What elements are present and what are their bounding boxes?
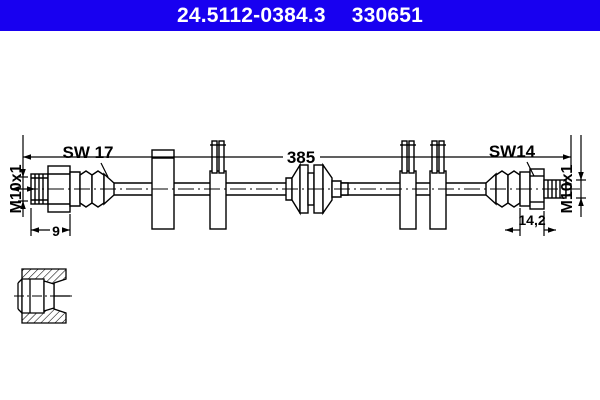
brake-hose-diagram: 385 M10x1 9 <box>8 135 586 324</box>
reference-number-label: 330651 <box>351 4 424 27</box>
dimension-left-thread <box>11 169 35 209</box>
right-wrench-label: SW14 <box>489 142 536 161</box>
right-thread-label: M10x1 <box>559 164 576 213</box>
right-wrench-leader <box>526 161 535 177</box>
section-detail-view <box>14 268 72 324</box>
left-wrench-leader <box>100 162 109 178</box>
part-number-label: 24.5112-0384.3 <box>176 4 326 27</box>
retaining-clip-3 <box>429 140 447 230</box>
dimension-overall-length-label: 385 <box>287 148 315 167</box>
header-bar: 24.5112-0384.3 330651 <box>0 0 600 31</box>
technical-drawing-canvas: 385 M10x1 9 <box>0 31 600 400</box>
retaining-clip-1 <box>209 140 227 230</box>
dimension-right-thread <box>576 135 586 217</box>
retaining-clip-2 <box>399 140 417 230</box>
left-length-label: 9 <box>52 223 60 239</box>
right-length-label: 14,2 <box>518 212 545 228</box>
dimension-right-length <box>505 208 556 236</box>
left-end-fitting <box>30 165 115 213</box>
dimension-left-length <box>30 208 71 236</box>
left-thread-label: M10x1 <box>8 164 25 213</box>
left-wrench-label: SW 17 <box>62 143 113 162</box>
